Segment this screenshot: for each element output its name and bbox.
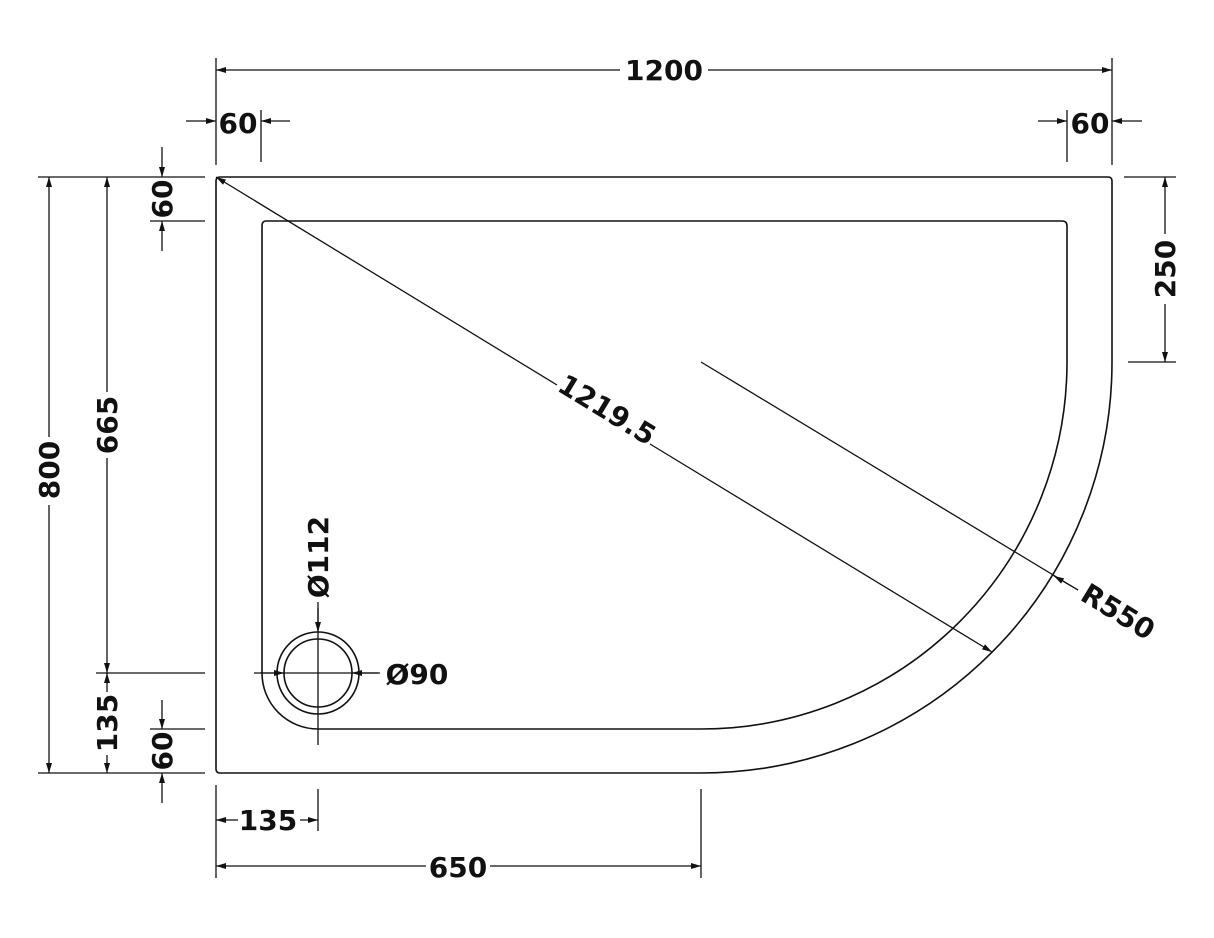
dim-label-left-60: 60 <box>219 107 258 140</box>
dim-top-rim: 60 <box>146 147 179 251</box>
dim-waste-from-bottom: 135 <box>91 673 124 773</box>
dim-overall-width: 1200 <box>215 54 1113 165</box>
dim-right-rim: 60 <box>1038 107 1142 162</box>
dim-label-800: 800 <box>33 441 66 499</box>
dim-label-r550: R550 <box>1075 577 1160 647</box>
dim-label-top-60: 60 <box>146 180 179 219</box>
dim-label-135-vertical: 135 <box>91 694 124 752</box>
dim-label-right-60: 60 <box>1071 107 1110 140</box>
dim-label-1219-5: 1219.5 <box>552 368 661 452</box>
dim-label-665: 665 <box>91 396 124 454</box>
dim-waste-outer: Ø112 <box>302 516 335 632</box>
dim-bottom-rim: 60 <box>146 700 179 803</box>
dim-overall-depth: 800 <box>33 177 66 773</box>
dim-straight-bottom: 650 <box>216 789 702 884</box>
dim-radius: R550 <box>700 361 1161 647</box>
dim-label-dia-90: Ø90 <box>386 658 449 691</box>
dim-waste-from-top: 665 <box>91 177 124 673</box>
dim-label-250: 250 <box>1149 240 1182 298</box>
dim-label-135-horizontal: 135 <box>239 804 297 837</box>
dim-left-rim: 60 <box>186 107 290 162</box>
dim-label-1200: 1200 <box>625 54 703 87</box>
dim-label-bottom-60: 60 <box>146 732 179 771</box>
waste-outlet <box>254 608 380 745</box>
tray-outer-outline <box>215 176 1113 774</box>
dim-straight-side: 250 <box>1124 176 1182 363</box>
dim-waste-from-left: 135 <box>215 785 319 878</box>
tray-inner-outline <box>261 220 1068 730</box>
dim-label-dia-112: Ø112 <box>302 516 335 598</box>
dim-label-650: 650 <box>429 851 487 884</box>
dim-waste-inner: Ø90 <box>260 658 448 691</box>
